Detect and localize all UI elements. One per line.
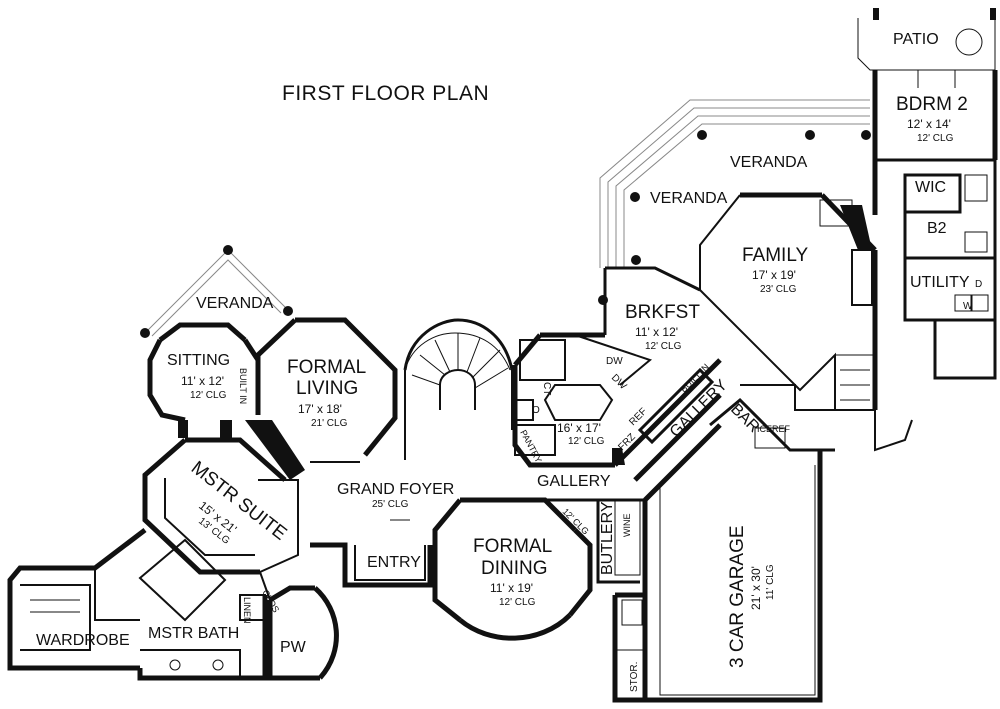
wic-label: WIC — [915, 179, 946, 196]
stor-label: STOR. — [629, 662, 640, 692]
family-size: 17' x 19' — [752, 268, 796, 282]
washer-label: W — [963, 301, 973, 312]
built-in-sitting-label: BUILT IN — [238, 368, 248, 404]
dw-label-2: DW — [609, 372, 629, 392]
grand-foyer-clg: 25' CLG — [372, 499, 409, 510]
formal-living-walls — [245, 317, 398, 480]
sitting-walls — [147, 322, 261, 438]
patio-outline — [857, 8, 996, 71]
grand-foyer-label: GRAND FOYER — [337, 481, 454, 498]
gallery-bar-walls — [633, 354, 913, 482]
brkfst-size: 11' x 12' — [635, 325, 678, 339]
pw-label: PW — [280, 639, 307, 656]
formal-dining-label-1: FORMAL — [473, 536, 552, 557]
kitchen-clg: 12' CLG — [568, 436, 605, 447]
formal-living-size: 17' x 18' — [298, 402, 342, 416]
bdrm2-clg: 12' CLG — [917, 133, 954, 144]
formal-living-clg: 21' CLG — [311, 418, 348, 429]
garage-clg: 11' CLG — [765, 564, 776, 600]
plan-title: FIRST FLOOR PLAN — [282, 82, 489, 105]
entry-label: ENTRY — [367, 554, 421, 571]
pw-walls — [259, 571, 339, 681]
brkfst-clg: 12' CLG — [645, 341, 682, 352]
veranda-left-label: VERANDA — [196, 295, 274, 312]
bdrm2-walls — [872, 70, 998, 215]
formal-dining-size: 11' x 19' — [490, 581, 533, 595]
sitting-label: SITTING — [167, 352, 230, 369]
brkfst-label: BRKFST — [625, 302, 700, 323]
iceref-label: ICEREF — [757, 424, 791, 434]
family-clg: 23' CLG — [760, 284, 797, 295]
mstr-suite-walls — [142, 437, 299, 575]
veranda-posts — [140, 130, 871, 338]
veranda-top-label: VERANDA — [730, 154, 808, 171]
garage-label: 3 CAR GARAGE — [727, 525, 748, 668]
dryer-label: D — [975, 279, 982, 290]
veranda-rail-top — [599, 99, 870, 268]
brkfst-walls — [603, 266, 701, 335]
formal-dining-label-2: DINING — [481, 558, 548, 579]
formal-dining-clg: 12' CLG — [499, 597, 536, 608]
utility-walls — [903, 258, 997, 380]
b2-label: B2 — [927, 220, 947, 237]
gallery-mid-label: GALLERY — [537, 473, 611, 490]
mstr-bath-label: MSTR BATH — [148, 625, 239, 642]
sitting-clg: 12' CLG — [190, 390, 227, 401]
grand-staircase — [403, 318, 514, 460]
dw-label-1: DW — [606, 356, 623, 367]
linen-label: LINEN — [242, 597, 252, 624]
wine-label: WINE — [622, 514, 632, 538]
kitchen-walls — [512, 332, 722, 468]
family-label: FAMILY — [742, 245, 808, 266]
foyer-walls — [310, 519, 433, 588]
gallery-diag-label: GALLERY — [667, 377, 731, 441]
garage-walls — [612, 423, 823, 703]
formal-living-label-1: FORMAL — [287, 357, 366, 378]
butlery-label: BUTLERY — [599, 501, 616, 575]
garage-size: 21' x 30' — [749, 566, 763, 610]
butlery-walls — [545, 498, 645, 584]
kitchen-size: 16' x 17' — [557, 421, 601, 435]
bdrm2-label: BDRM 2 — [896, 94, 968, 115]
pantry-label: PANTRY — [518, 428, 544, 464]
patio-label: PATIO — [893, 31, 939, 48]
family-walls — [699, 192, 878, 411]
ct-label-1: CT — [541, 382, 552, 395]
utility-label: UTILITY — [910, 274, 970, 291]
veranda-mid-label: VERANDA — [650, 190, 728, 207]
formal-living-label-2: LIVING — [296, 378, 358, 399]
wic-b2-walls — [903, 160, 997, 260]
wardrobe-label: WARDROBE — [36, 632, 130, 649]
sitting-size: 11' x 12' — [181, 374, 224, 388]
frz-label: FRZ — [616, 432, 638, 454]
mstr-bath-walls — [7, 528, 268, 681]
oven-label: O — [532, 405, 540, 416]
bdrm2-size: 12' x 14' — [907, 117, 951, 131]
